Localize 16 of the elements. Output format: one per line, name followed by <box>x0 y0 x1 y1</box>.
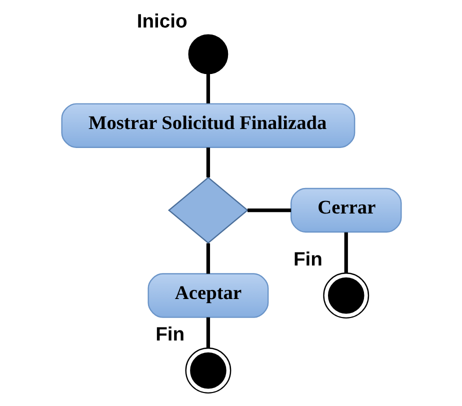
node-label: Fin <box>292 248 322 271</box>
connector <box>344 232 348 274</box>
node-circle <box>188 34 228 74</box>
connector <box>206 148 210 178</box>
node-box: Cerrar <box>290 188 402 233</box>
node-label: Fin <box>155 324 184 346</box>
connector <box>206 74 210 104</box>
node-diamond <box>167 176 248 244</box>
node-box: Mostrar Solicitud Finalizada <box>60 103 355 148</box>
node-box: Aceptar <box>147 273 268 318</box>
connector <box>206 317 210 348</box>
node-circle <box>184 348 231 394</box>
connector <box>206 243 210 274</box>
node-label: Inicio <box>136 10 187 32</box>
node-circle <box>322 272 369 319</box>
connector <box>247 208 291 212</box>
